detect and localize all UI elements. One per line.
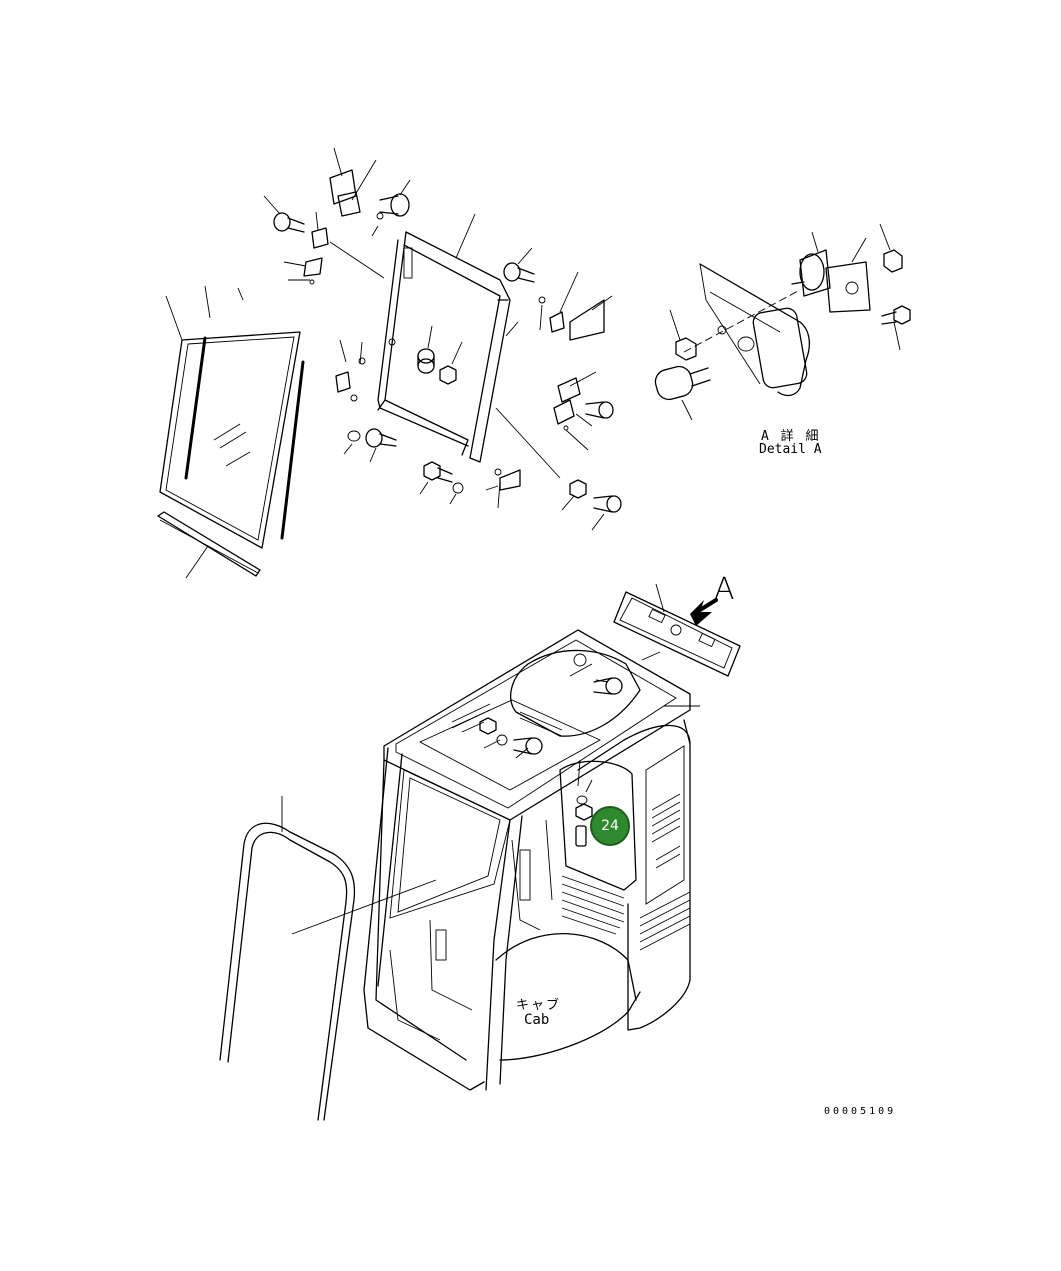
- hardware-top: [263, 147, 411, 285]
- detail-a-japanese: A 詳 細: [761, 429, 821, 444]
- hardware-right: [503, 247, 613, 341]
- window-frame: [358, 213, 511, 476]
- cab-body: [291, 629, 700, 1091]
- view-arrow: [690, 598, 718, 626]
- drawing-number: 00005109: [824, 1106, 897, 1117]
- detail-a-english: Detail A: [759, 442, 822, 457]
- window-glass: [159, 285, 305, 549]
- cab-label-japanese: キャブ: [516, 998, 562, 1013]
- callout-24[interactable]: 24: [590, 806, 630, 846]
- door-seal: [219, 796, 356, 1121]
- view-arrow-label: A: [714, 572, 735, 607]
- roof-cover-plate: [613, 583, 741, 677]
- rubber-seal-strip: [157, 511, 261, 579]
- hardware-lower-right: [495, 371, 622, 531]
- detail-a-drawing: [654, 223, 911, 421]
- rollers: [339, 325, 463, 385]
- hardware-lower-center: [419, 461, 521, 509]
- cab-label-english: Cab: [524, 1012, 550, 1028]
- hardware-lower-left: [335, 371, 397, 463]
